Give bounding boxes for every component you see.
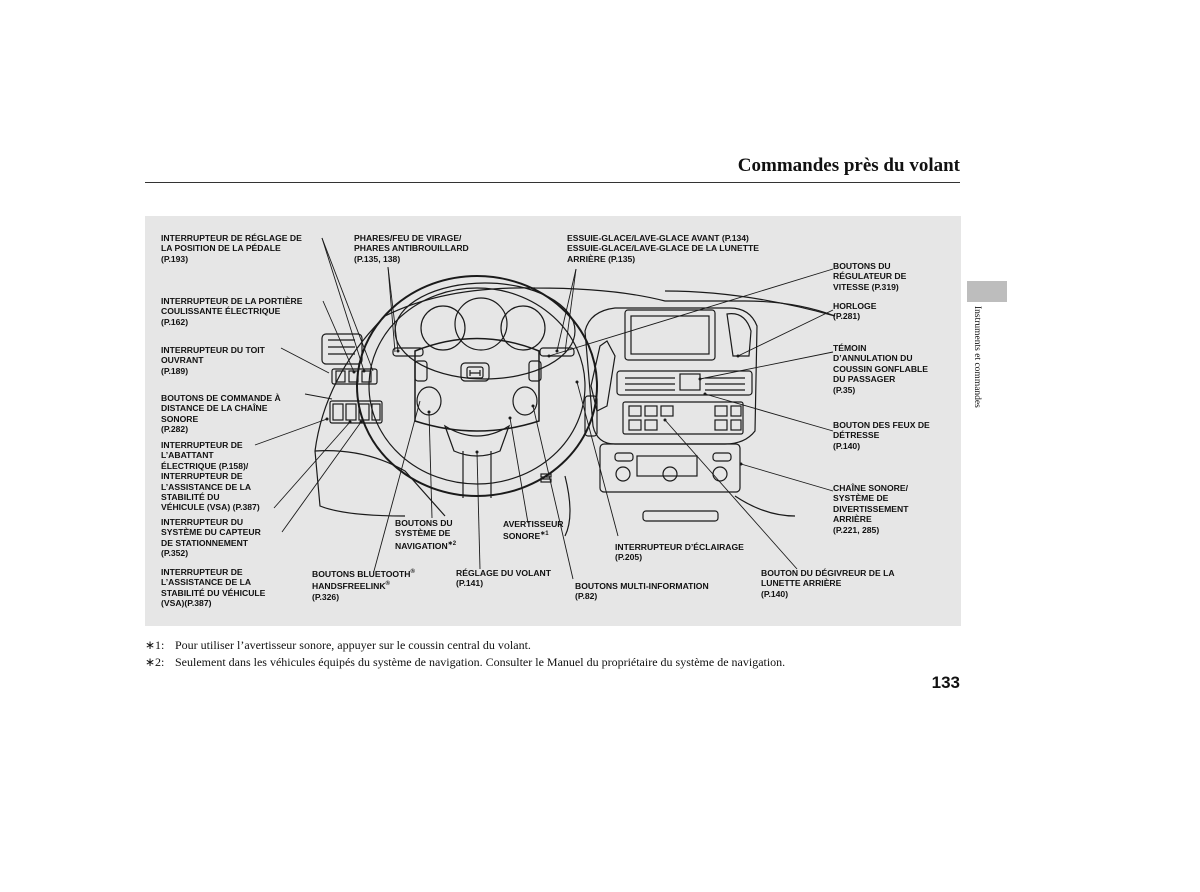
horn-line-2: SONORE xyxy=(503,531,541,542)
registered-mark: ® xyxy=(410,569,415,575)
footnote-1: ∗1: Pour utiliser l’avertisseur sonore, a… xyxy=(145,637,960,653)
label-multi-information-buttons: BOUTONS MULTI-INFORMATION (P.82) xyxy=(575,581,709,602)
registered-mark: ® xyxy=(385,581,390,588)
label-parking-sensor-switch: INTERRUPTEUR DU SYSTÈME DU CAPTEUR DE ST… xyxy=(161,517,261,559)
title-divider xyxy=(145,182,960,183)
label-navigation-buttons: BOUTONS DU SYSTÈME DE NAVIGATION∗2 xyxy=(395,518,456,551)
label-audio-entertainment: CHAÎNE SONORE/ SYSTÈME DE DIVERTISSEMENT… xyxy=(833,483,909,535)
footnote-1-mark: ∗1: xyxy=(145,638,165,652)
footnote-2-text: Seulement dans les véhicules équipés du … xyxy=(175,655,786,669)
label-rear-defroster-button: BOUTON DU DÉGIVREUR DE LA LUNETTE ARRIÈR… xyxy=(761,568,895,599)
section-tab-label: Instruments et commandes xyxy=(972,306,982,408)
label-steering-adjustment: RÉGLAGE DU VOLANT (P.141) xyxy=(456,568,552,589)
label-headlights: PHARES/FEU DE VIRAGE/ PHARES ANTIBROUILL… xyxy=(354,233,469,264)
label-moonroof-switch: INTERRUPTEUR DU TOIT OUVRANT (P.189) xyxy=(161,345,265,376)
footnote-mark-2: ∗2 xyxy=(447,540,457,547)
page-number: 133 xyxy=(931,673,960,692)
label-sliding-door-switch: INTERRUPTEUR DE LA PORTIÈRE COULISSANTE … xyxy=(161,296,303,327)
label-bluetooth-buttons: BOUTONS BLUETOOTH® HANDSFREELINK® (P.326… xyxy=(312,567,415,602)
bt-line-1: BOUTONS BLUETOOTH xyxy=(312,568,411,579)
section-tab-marker xyxy=(967,281,1007,302)
label-lighting-switch: INTERRUPTEUR D’ÉCLAIRAGE (P.205) xyxy=(615,542,744,563)
dashboard-illustration xyxy=(254,237,836,580)
label-cruise-control: BOUTONS DU RÉGULATEUR DE VITESSE (P.319) xyxy=(833,261,907,292)
nav-line-3: NAVIGATION xyxy=(395,540,448,551)
label-remote-audio-controls: BOUTONS DE COMMANDE À DISTANCE DE LA CHA… xyxy=(161,393,281,435)
bt-line-3: (P.326) xyxy=(312,591,340,602)
label-hazard-button: BOUTON DES FEUX DE DÉTRESSE (P.140) xyxy=(833,420,930,451)
horn-line-1: AVERTISSEUR xyxy=(503,519,564,529)
footnote-2: ∗2: Seulement dans les véhicules équipés … xyxy=(145,654,960,670)
page-title: Commandes près du volant xyxy=(737,155,960,176)
nav-line-1: BOUTONS DU xyxy=(395,518,453,528)
footnote-2-mark: ∗2: xyxy=(145,655,165,669)
label-horn: AVERTISSEUR SONORE∗1 xyxy=(503,519,563,542)
dashboard-diagram-panel: INTERRUPTEUR DE RÉGLAGE DE LA POSITION D… xyxy=(145,216,961,626)
label-airbag-indicator: TÉMOIN D’ANNULATION DU COUSSIN GONFLABLE… xyxy=(833,343,929,395)
label-clock: HORLOGE (P.281) xyxy=(833,301,877,322)
label-tailgate-vsa-switch: INTERRUPTEUR DE L’ABATTANT ÉLECTRIQUE (P… xyxy=(161,440,260,513)
label-pedal-position-switch: INTERRUPTEUR DE RÉGLAGE DE LA POSITION D… xyxy=(161,233,302,264)
label-wipers: ESSUIE-GLACE/LAVE-GLACE AVANT (P.134) ES… xyxy=(567,233,759,264)
bt-line-2: HANDSFREELINK xyxy=(312,581,386,592)
footnote-mark-1: ∗1 xyxy=(540,531,549,538)
label-vsa-switch: INTERRUPTEUR DE L’ASSISTANCE DE LA STABI… xyxy=(161,567,266,609)
footnote-1-text: Pour utiliser l’avertisseur sonore, appu… xyxy=(175,638,531,652)
nav-line-2: SYSTÈME DE xyxy=(395,528,451,539)
